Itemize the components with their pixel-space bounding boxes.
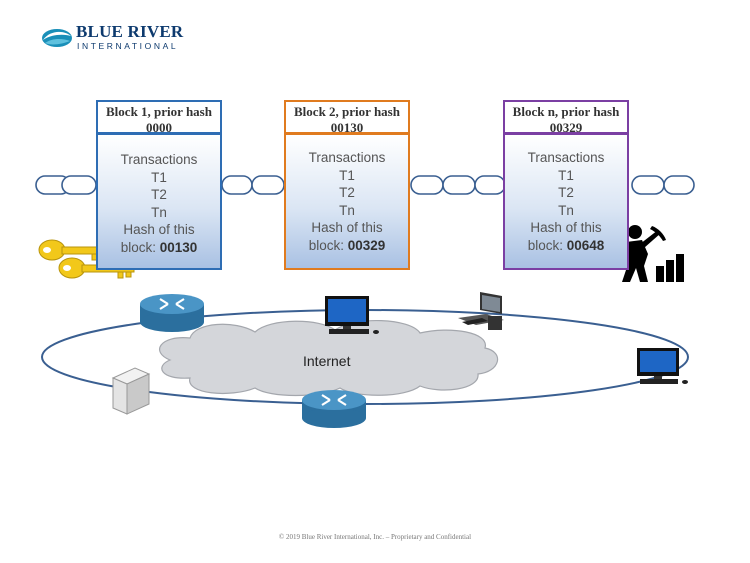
internet-label: Internet: [303, 353, 351, 369]
hash-value: 00130: [159, 239, 198, 255]
block-n-body: Transactions T1 T2 Tn Hash of this block…: [503, 133, 629, 270]
footer-copyright: © 2019 Blue River International, Inc. – …: [278, 533, 472, 541]
logo: Blue River International: [40, 20, 200, 54]
server-icon: [111, 367, 151, 415]
logo-swirl-icon: [42, 29, 72, 47]
router-icon: [140, 294, 204, 332]
hash-prefix: block:: [308, 237, 344, 253]
desktop-computer-icon: [637, 348, 688, 384]
block-2-body: Transactions T1 T2 Tn Hash of this block…: [284, 133, 410, 270]
hash-label: Hash of this: [530, 220, 602, 235]
transaction-tn: Tn: [558, 202, 574, 218]
block-n-title: Block n, prior hash 00329: [503, 100, 629, 135]
hash-label: Hash of this: [311, 220, 383, 235]
chain-link: [663, 175, 695, 195]
router-icon: [302, 390, 366, 428]
chain-link: [442, 175, 476, 195]
transaction-t2: T2: [339, 185, 355, 200]
transaction-t1: T1: [558, 167, 574, 183]
internet-cloud-icon: [159, 320, 498, 397]
transaction-t1: T1: [151, 169, 167, 185]
block-1-body: Transactions T1 T2 Tn Hash of this block…: [96, 133, 222, 270]
chain-link: [474, 175, 506, 195]
hash-line: block: 00130: [98, 239, 220, 257]
hash-value: 00329: [347, 237, 386, 253]
hash-prefix: block:: [527, 237, 563, 253]
chain-link: [410, 175, 444, 195]
transactions-label: Transactions: [308, 150, 386, 165]
chain-link: [251, 175, 285, 195]
hash-prefix: block:: [120, 239, 156, 255]
transaction-t2: T2: [558, 185, 574, 200]
logo-subtitle: International: [77, 41, 179, 51]
miner-icon: [622, 225, 684, 282]
transactions-label: Transactions: [527, 150, 605, 165]
transaction-t2: T2: [151, 187, 167, 202]
workstation-icon: [458, 292, 504, 330]
chain-link: [631, 175, 665, 195]
hash-line: block: 00648: [505, 237, 627, 255]
transactions-label: Transactions: [120, 152, 198, 167]
block-2-title: Block 2, prior hash 00130: [284, 100, 410, 135]
chain-link: [221, 175, 253, 195]
hash-value: 00648: [566, 237, 605, 253]
chain-links: [35, 175, 695, 195]
block-1-title: Block 1, prior hash 0000: [96, 100, 222, 135]
desktop-computer-icon: [325, 296, 379, 334]
transaction-t1: T1: [339, 167, 355, 183]
hash-label: Hash of this: [123, 222, 195, 237]
logo-name: Blue River: [76, 22, 184, 41]
chain-link: [61, 175, 97, 195]
hash-line: block: 00329: [286, 237, 408, 255]
transaction-tn: Tn: [339, 202, 355, 218]
transaction-tn: Tn: [151, 204, 167, 220]
